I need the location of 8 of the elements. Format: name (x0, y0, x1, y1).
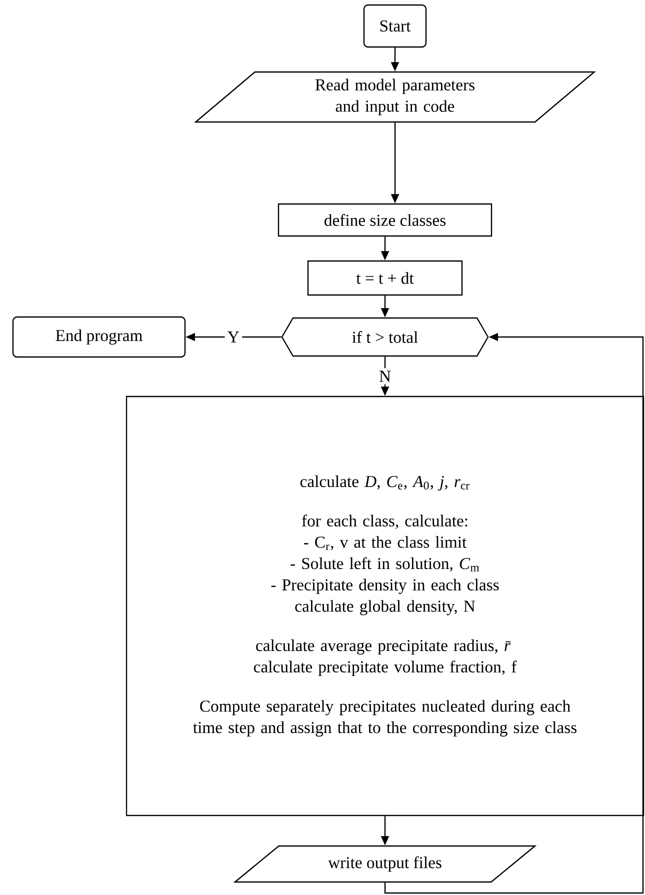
edge-label: Y (224, 328, 242, 346)
end-box: End program (12, 316, 186, 358)
edge-label: N (376, 368, 394, 384)
process-box: t = t + dt (307, 260, 463, 296)
process-box: calculate D, C$_{e}$, A$_{0}$, j, r$_{cr}$ for each class, calculate: - C$_{r}$, v at the class limit - Solute left in solution, C$_{m}$ - Precipitate density in each class calculate global density, N calculate average precipitate radius, r̄ calculate precipitate volume fraction, f Compute separately precipitates nucleated during each time step and assign that to the corresponding size class (126, 396, 644, 816)
start-box: Start (363, 4, 427, 48)
decision-hexagon: if t > total (281, 317, 489, 357)
process-box: define size classes (278, 203, 492, 237)
